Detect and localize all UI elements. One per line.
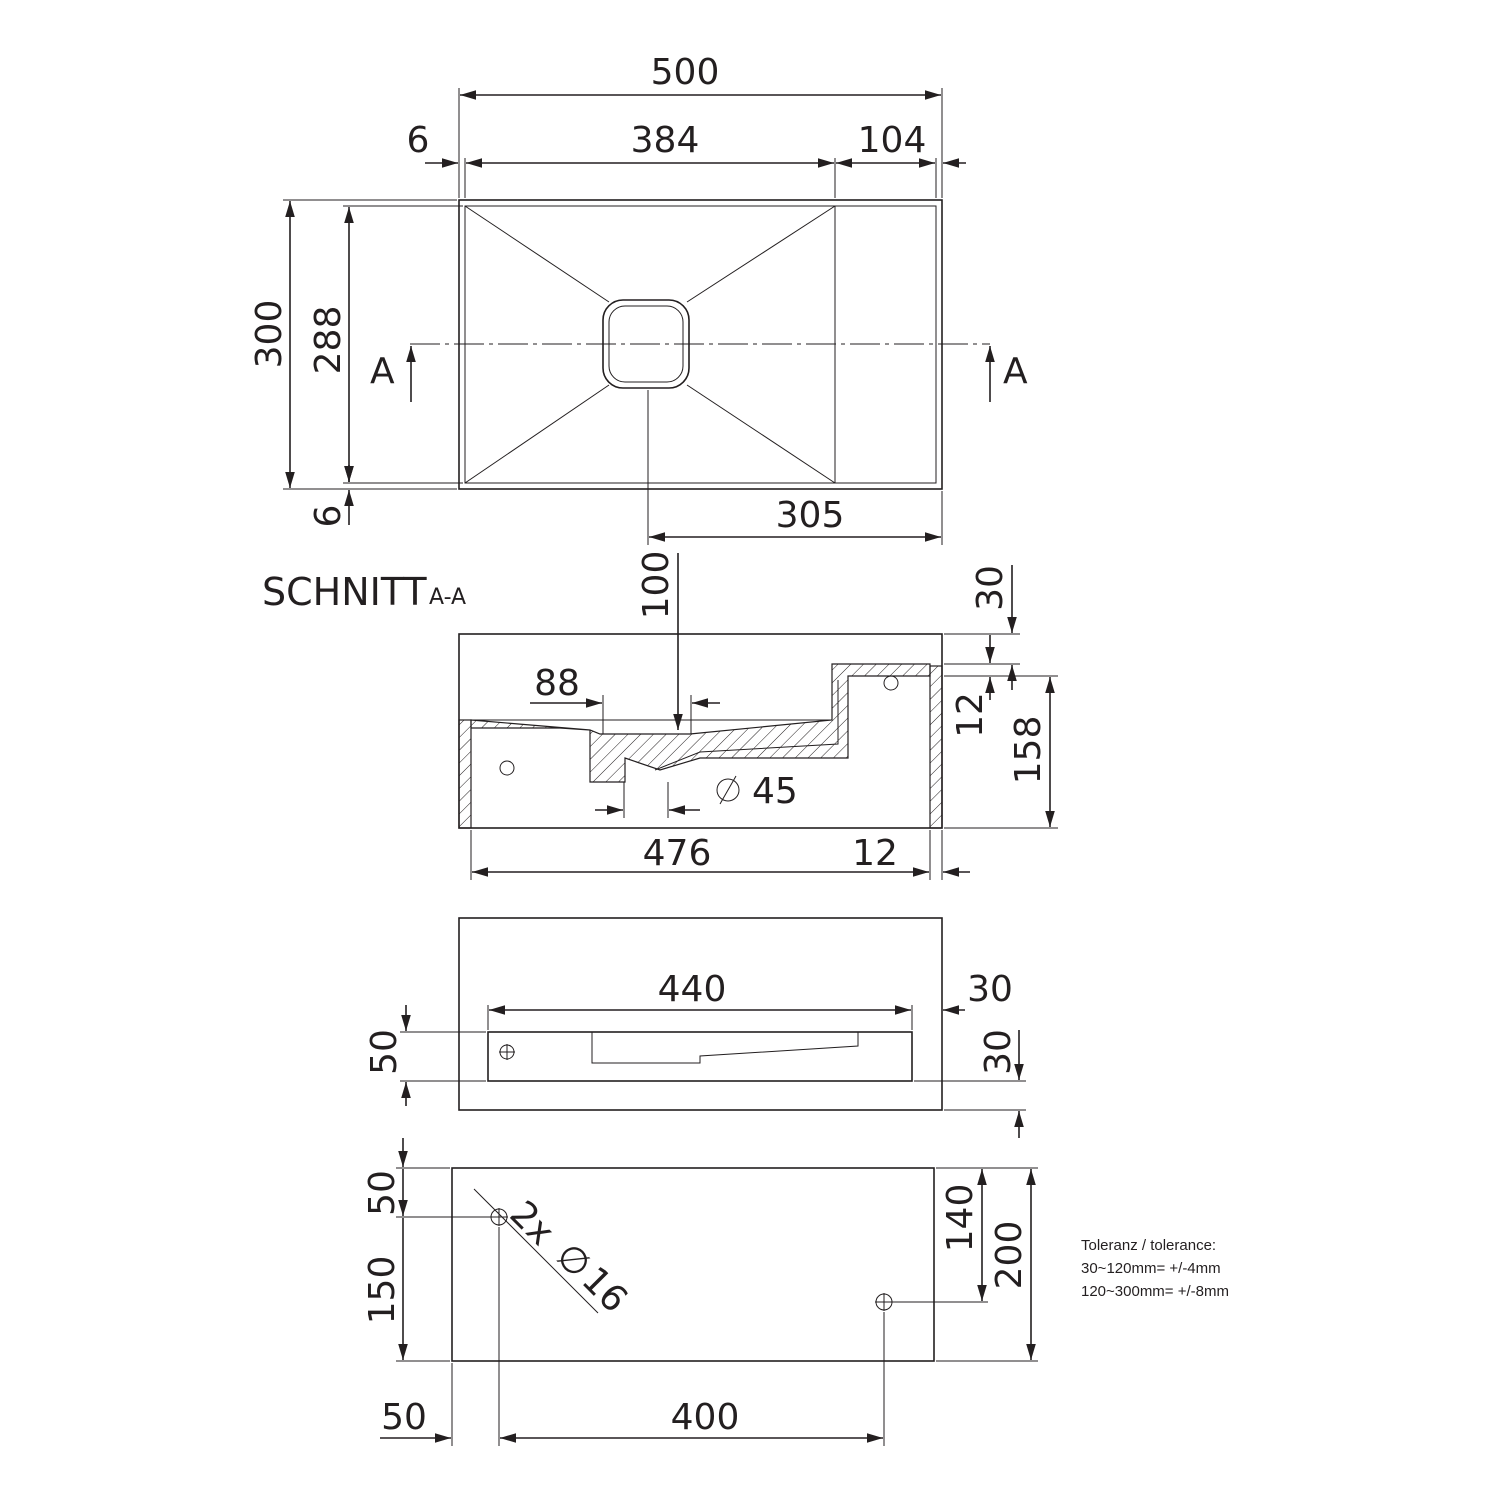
dim-hole-left-offset: 50 [381, 1397, 427, 1438]
section-title: SCHNITT [262, 570, 427, 614]
dim-wall-thickness: 12 [852, 833, 898, 874]
dim-drain-offset: 305 [776, 495, 845, 536]
section-subtitle: A-A [429, 585, 466, 610]
dim-shelf-width: 104 [858, 120, 927, 161]
dim-basin-width: 384 [631, 120, 700, 161]
dim-rim-left: 6 [407, 120, 430, 161]
tolerance-line-1: 30~120mm= +/-4mm [1081, 1260, 1221, 1277]
dim-drain-depth: 100 [636, 551, 677, 620]
section-marker-left: A [370, 351, 395, 392]
dim-slot-height: 50 [364, 1029, 405, 1075]
hole-note: 2x [502, 1193, 562, 1253]
rear-view: 440 30 50 30 [364, 917, 1026, 1138]
dim-outlet-diameter: 45 [752, 771, 798, 812]
tolerance-note: Toleranz / tolerance: 30~120mm= +/-4mm 1… [1081, 1237, 1229, 1300]
dim-hole-spacing-vertical: 150 [362, 1256, 403, 1325]
dim-bottom-depth: 200 [989, 1221, 1030, 1290]
dim-inner-length: 476 [643, 833, 712, 874]
mounting-slot [487, 1031, 913, 1082]
dim-overall-width: 500 [651, 52, 720, 93]
dim-shelf-thickness: 12 [950, 692, 991, 738]
dim-rim-bottom: 6 [308, 505, 349, 528]
dim-basin-depth: 288 [308, 306, 349, 375]
section-outline [458, 633, 943, 829]
dim-drain-width: 88 [534, 663, 580, 704]
tolerance-line-2: 120~300mm= +/-8mm [1081, 1283, 1229, 1300]
dim-slot-end-offset: 30 [967, 969, 1013, 1010]
bottom-view: 2x ∅ 16 50 150 140 200 50 400 [362, 1138, 1038, 1446]
dim-hole-edge-offset: 50 [362, 1170, 403, 1216]
bottom-outline [451, 1167, 935, 1362]
dim-hole-spacing: 400 [671, 1397, 740, 1438]
dim-overall-depth: 300 [249, 300, 290, 369]
top-view: A A 500 6 384 104 300 288 6 305 [249, 52, 1028, 545]
tolerance-heading: Toleranz / tolerance: [1081, 1237, 1216, 1254]
dim-slot-bottom-offset: 30 [978, 1029, 1019, 1075]
dim-slot-length: 440 [658, 969, 727, 1010]
dim-shelf-drop: 30 [970, 565, 1011, 611]
section-marker-right: A [1003, 351, 1028, 392]
section-view: SCHNITT A-A 45 100 88 476 [262, 551, 1058, 880]
dim-hole-height: 140 [940, 1184, 981, 1253]
dim-overall-height: 158 [1008, 716, 1049, 785]
